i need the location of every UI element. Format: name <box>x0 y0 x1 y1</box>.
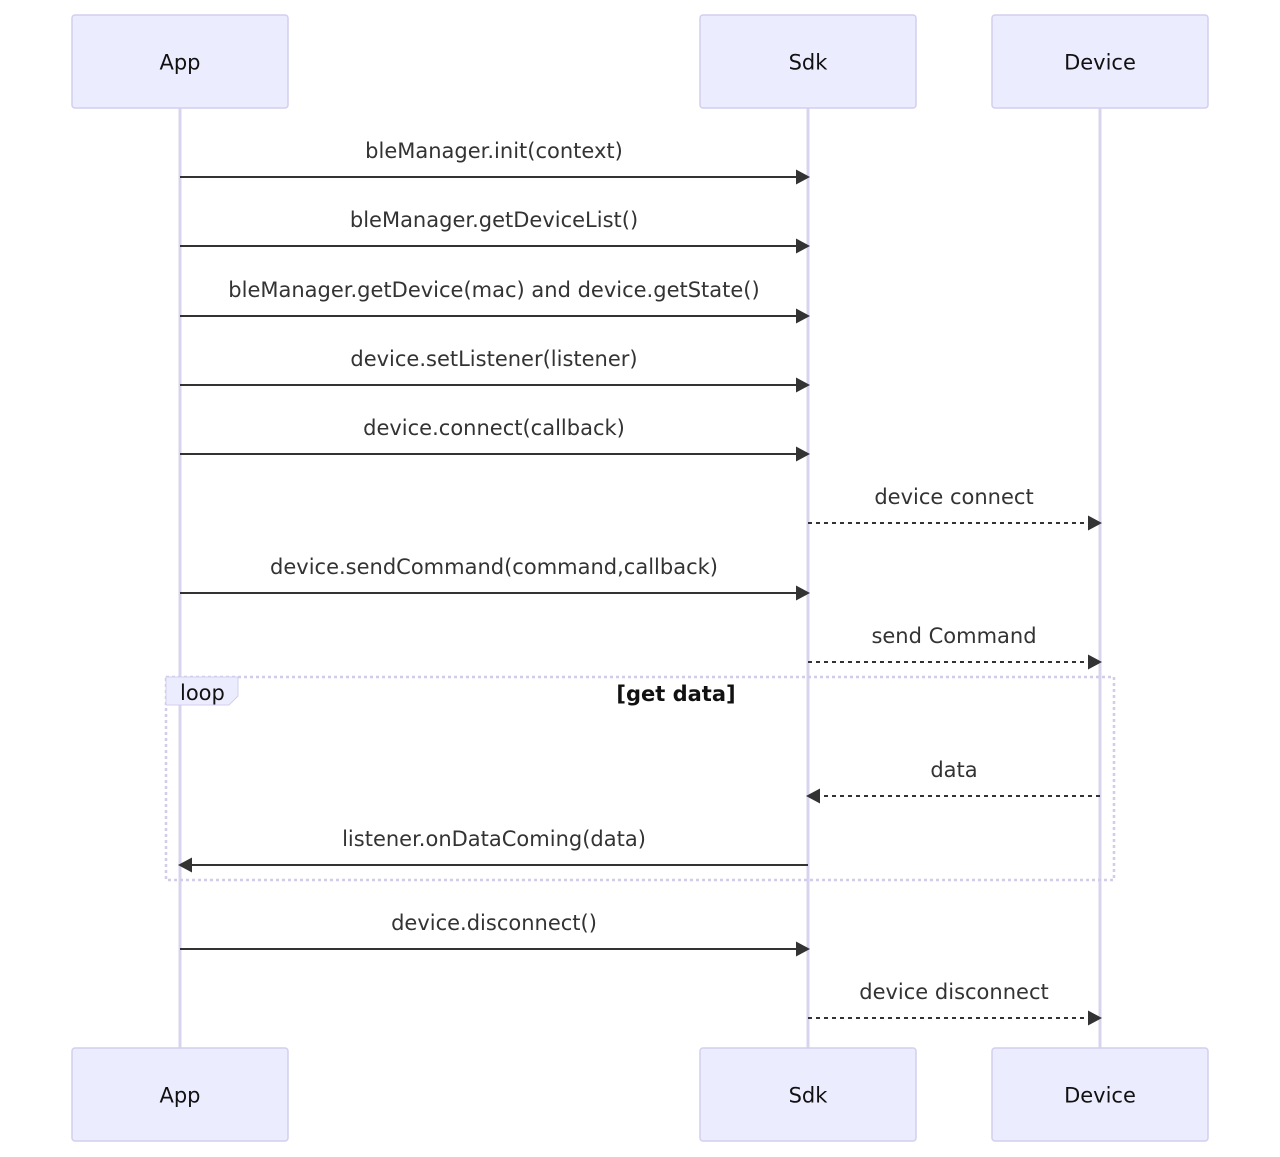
message: send Command <box>808 624 1102 670</box>
arrowhead-icon <box>796 446 810 462</box>
message-label: device connect <box>874 485 1033 509</box>
actor-box <box>991 1047 1209 1142</box>
actor-box <box>71 1047 289 1142</box>
message-label: send Command <box>871 624 1036 648</box>
loop-tab <box>165 676 239 706</box>
loop-frame <box>164 675 1116 882</box>
loop-label: loop <box>180 681 225 705</box>
message-label: data <box>930 758 977 782</box>
loop-block: loop [get data] <box>164 675 1116 882</box>
arrowhead-icon <box>1088 1010 1102 1026</box>
actor-label: Device <box>1064 1084 1136 1108</box>
messages: bleManager.init(context) bleManager.getDe… <box>178 139 1102 1026</box>
message-label: bleManager.init(context) <box>365 139 623 163</box>
message-label: device.sendCommand(command,callback) <box>270 555 718 579</box>
message: data <box>806 758 1100 804</box>
arrowhead-icon <box>796 377 810 393</box>
message-label: device.setListener(listener) <box>350 347 637 371</box>
arrowhead-icon <box>806 788 820 804</box>
arrowhead-icon <box>796 941 810 957</box>
message: bleManager.getDevice(mac) and device.get… <box>180 278 810 324</box>
actor-device-top: Device <box>991 14 1209 109</box>
actor-label: Sdk <box>789 51 829 75</box>
message-label: device disconnect <box>859 980 1048 1004</box>
message-label: device.connect(callback) <box>363 416 625 440</box>
message: listener.onDataComing(data) <box>178 827 808 873</box>
message-label: listener.onDataComing(data) <box>342 827 646 851</box>
actor-label: Sdk <box>789 1084 829 1108</box>
message: device.connect(callback) <box>180 416 810 462</box>
message: device.setListener(listener) <box>180 347 810 393</box>
loop-condition: [get data] <box>616 682 735 706</box>
lifelines <box>178 108 1102 1048</box>
actor-sdk-top: Sdk <box>699 14 917 109</box>
actor-label: Device <box>1064 51 1136 75</box>
actor-box <box>699 1047 917 1142</box>
message: device disconnect <box>808 980 1102 1026</box>
message-label: device.disconnect() <box>391 911 597 935</box>
actor-sdk-bottom: Sdk <box>699 1047 917 1142</box>
actor-box <box>71 14 289 109</box>
message: bleManager.init(context) <box>180 139 810 185</box>
actor-box <box>991 14 1209 109</box>
actor-app-top: App <box>71 14 289 109</box>
arrowhead-icon <box>1088 515 1102 531</box>
message-label: bleManager.getDeviceList() <box>350 208 638 232</box>
message: device.disconnect() <box>180 911 810 957</box>
actor-box <box>699 14 917 109</box>
arrowhead-icon <box>796 585 810 601</box>
message-label: bleManager.getDevice(mac) and device.get… <box>228 278 759 302</box>
actor-label: App <box>159 51 200 75</box>
arrowhead-icon <box>1088 654 1102 670</box>
actor-device-bottom: Device <box>991 1047 1209 1142</box>
message: bleManager.getDeviceList() <box>180 208 810 254</box>
arrowhead-icon <box>796 238 810 254</box>
arrowhead-icon <box>178 857 192 873</box>
actor-label: App <box>159 1084 200 1108</box>
arrowhead-icon <box>796 308 810 324</box>
arrowhead-icon <box>796 169 810 185</box>
actor-app-bottom: App <box>71 1047 289 1142</box>
message: device.sendCommand(command,callback) <box>180 555 810 601</box>
message: device connect <box>808 485 1102 531</box>
